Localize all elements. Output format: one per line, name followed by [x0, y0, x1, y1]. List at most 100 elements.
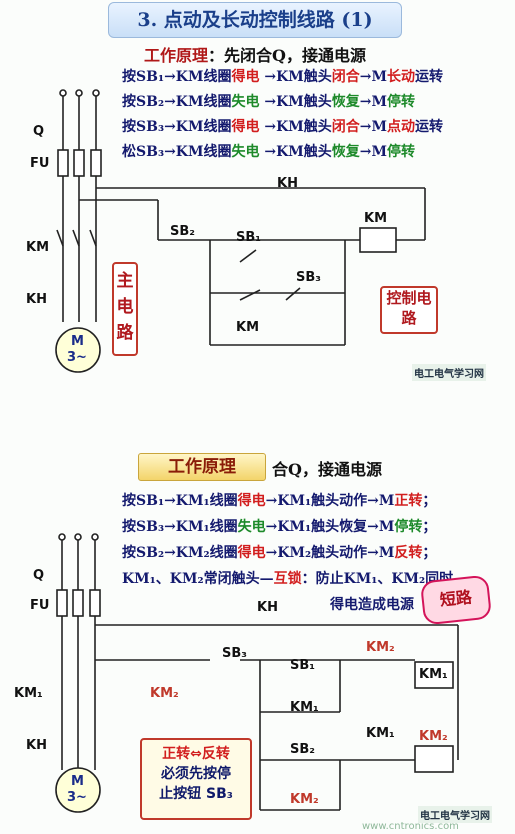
bottom-step-4-part-1: KM₁、KM₂常闭触头— — [122, 571, 274, 587]
short-circuit-badge: 短路 — [419, 574, 493, 626]
top-step-2-part-3: →KM触头 — [259, 94, 332, 110]
top-label-kh: KH — [26, 292, 47, 307]
bottom-coil1-label: KM₁ — [419, 667, 448, 682]
bottom-label-kh: KH — [26, 738, 47, 753]
bottom-motor-sub: 3~ — [67, 790, 87, 805]
top-step-2: 按SB₂→KM线圈失电 →KM触头恢复→M停转 — [122, 91, 415, 111]
bottom-step-2-part-3: →KM₁触头恢复→M — [265, 519, 395, 535]
bottom-label-fu: FU — [30, 598, 50, 613]
bottom-label-q: Q — [33, 568, 45, 583]
top-step-3-part-3: →KM触头 — [259, 119, 332, 135]
bottom-label-km2-hold: KM₂ — [290, 792, 319, 807]
top-step-1-part-2: 得电 — [231, 69, 260, 85]
warning-line-1: 正转⇔反转 — [162, 746, 230, 762]
top-step-3-part-6: 点动 — [387, 119, 415, 135]
top-step-2-part-2: 失电 — [231, 94, 260, 110]
bottom-step-1-part-2: 得电 — [237, 493, 266, 509]
top-principle-head: 工作原理 — [144, 46, 209, 65]
bottom-step-5: 得电造成电源 — [330, 594, 414, 614]
bottom-step-5-part-1: 得电造成电源 — [330, 597, 414, 613]
top-step-4-part-5: →M — [359, 144, 387, 160]
bottom-step-1-part-3: →KM₁触头动作→M — [265, 493, 395, 509]
bottom-step-3-part-3: →KM₂触头动作→M — [265, 545, 395, 561]
top-principle: 工作原理：先闭合Q，接通电源 — [144, 42, 366, 66]
warning-box: 正转⇔反转 必须先按停 止按钮 SB₃ — [140, 738, 252, 820]
top-step-3-part-4: 闭合 — [331, 119, 360, 135]
bottom-coil2-label: KM₂ — [419, 729, 448, 744]
bottom-logo: 电工电气学习网 — [418, 806, 492, 823]
bottom-label-sb2: SB₂ — [290, 742, 315, 757]
bottom-step-2-part-4: 停转 — [394, 519, 423, 535]
bottom-label-km1: KM₁ — [14, 686, 43, 701]
bottom-step-3-part-4: 反转 — [394, 545, 423, 561]
top-step-2-part-1: 按SB₂→KM线圈 — [122, 94, 232, 110]
top-logo: 电工电气学习网 — [412, 364, 486, 381]
top-step-2-part-5: →M — [359, 94, 387, 110]
top-step-2-part-6: 停转 — [387, 94, 415, 110]
control-circuit-label: 控制电路 — [380, 286, 438, 334]
bottom-label-km1-interlock: KM₁ — [366, 726, 395, 741]
bottom-title: 工作原理 — [138, 453, 266, 481]
top-step-3-part-5: →M — [359, 119, 387, 135]
top-principle-text: ：先闭合Q，接通电源 — [208, 46, 366, 65]
warning-line-3: 止按钮 SB₃ — [159, 786, 233, 802]
top-title: 3. 点动及长动控制线路 (1) — [108, 2, 402, 38]
bottom-step-3-part-2: 得电 — [237, 545, 266, 561]
top-label-sb1: SB₁ — [236, 230, 261, 245]
bottom-principle: 合Q，接通电源 — [272, 460, 382, 479]
bottom-step-1-part-1: 按SB₁→KM₁线圈 — [122, 493, 238, 509]
bottom-motor-m: M — [71, 774, 84, 789]
top-label-km-coil: KM — [364, 211, 388, 226]
top-step-1-part-1: 按SB₁→KM线圈 — [122, 69, 232, 85]
top-step-1-part-5: →M — [359, 69, 387, 85]
top-label-km-hold: KM — [236, 320, 260, 335]
top-label-km: KM — [26, 240, 50, 255]
bottom-step-1-part-4: 正转 — [394, 493, 423, 509]
top-step-1-part-7: 运转 — [415, 69, 443, 85]
top-step-3-part-7: 运转 — [415, 119, 443, 135]
bottom-step-2: 按SB₃→KM₁线圈失电→KM₁触头恢复→M停转； — [122, 516, 436, 536]
bottom-step-3: 按SB₂→KM₂线圈得电→KM₂触头动作→M反转； — [122, 542, 436, 562]
top-motor-m: M — [71, 334, 84, 349]
top-label-kh-contact: KH — [277, 176, 298, 191]
bottom-step-4-part-3: ：防止KM₁、KM₂同时 — [301, 571, 454, 587]
top-step-4-part-1: 松SB₃→KM线圈 — [122, 144, 232, 160]
top-step-3: 按SB₃→KM线圈得电 →KM触头闭合→M点动运转 — [122, 116, 443, 136]
top-step-2-part-4: 恢复 — [331, 94, 360, 110]
top-label-sb3: SB₃ — [296, 270, 321, 285]
top-step-1-part-6: 长动 — [387, 69, 415, 85]
bottom-label-kh-contact: KH — [257, 600, 278, 615]
bottom-step-1: 按SB₁→KM₁线圈得电→KM₁触头动作→M正转； — [122, 490, 436, 510]
bottom-label-km1-hold: KM₁ — [290, 700, 319, 715]
top-label-sb2: SB₂ — [170, 224, 195, 239]
top-step-3-part-1: 按SB₃→KM线圈 — [122, 119, 232, 135]
top-label-q: Q — [33, 124, 45, 139]
top-step-1: 按SB₁→KM线圈得电 →KM触头闭合→M长动运转 — [122, 66, 443, 86]
top-step-1-part-4: 闭合 — [331, 69, 360, 85]
bottom-label-sb3: SB₃ — [222, 646, 247, 661]
top-step-3-part-2: 得电 — [231, 119, 260, 135]
bottom-step-1-part-5: ； — [422, 493, 437, 509]
watermark: www.cntronics.com — [362, 821, 459, 832]
bottom-step-2-part-2: 失电 — [237, 519, 266, 535]
bottom-step-4: KM₁、KM₂常闭触头—互锁：防止KM₁、KM₂同时 — [122, 568, 453, 588]
bottom-step-4-part-2: 互锁 — [273, 571, 302, 587]
top-step-4-part-6: 停转 — [387, 144, 415, 160]
top-label-fu: FU — [30, 156, 50, 171]
top-step-1-part-3: →KM触头 — [259, 69, 332, 85]
top-step-4-part-4: 恢复 — [331, 144, 360, 160]
bottom-step-3-part-5: ； — [422, 545, 437, 561]
bottom-label-km2-interlock: KM₂ — [366, 640, 395, 655]
top-step-4-part-2: 失电 — [231, 144, 260, 160]
bottom-step-3-part-1: 按SB₂→KM₂线圈 — [122, 545, 238, 561]
bottom-step-2-part-1: 按SB₃→KM₁线圈 — [122, 519, 238, 535]
warning-line-2: 必须先按停 — [161, 766, 231, 782]
top-step-4-part-3: →KM触头 — [259, 144, 332, 160]
top-motor-sub: 3~ — [67, 350, 87, 365]
bottom-label-km2: KM₂ — [150, 686, 179, 701]
bottom-step-2-part-5: ； — [422, 519, 437, 535]
bottom-label-sb1: SB₁ — [290, 658, 315, 673]
main-circuit-label: 主电路 — [112, 262, 138, 356]
